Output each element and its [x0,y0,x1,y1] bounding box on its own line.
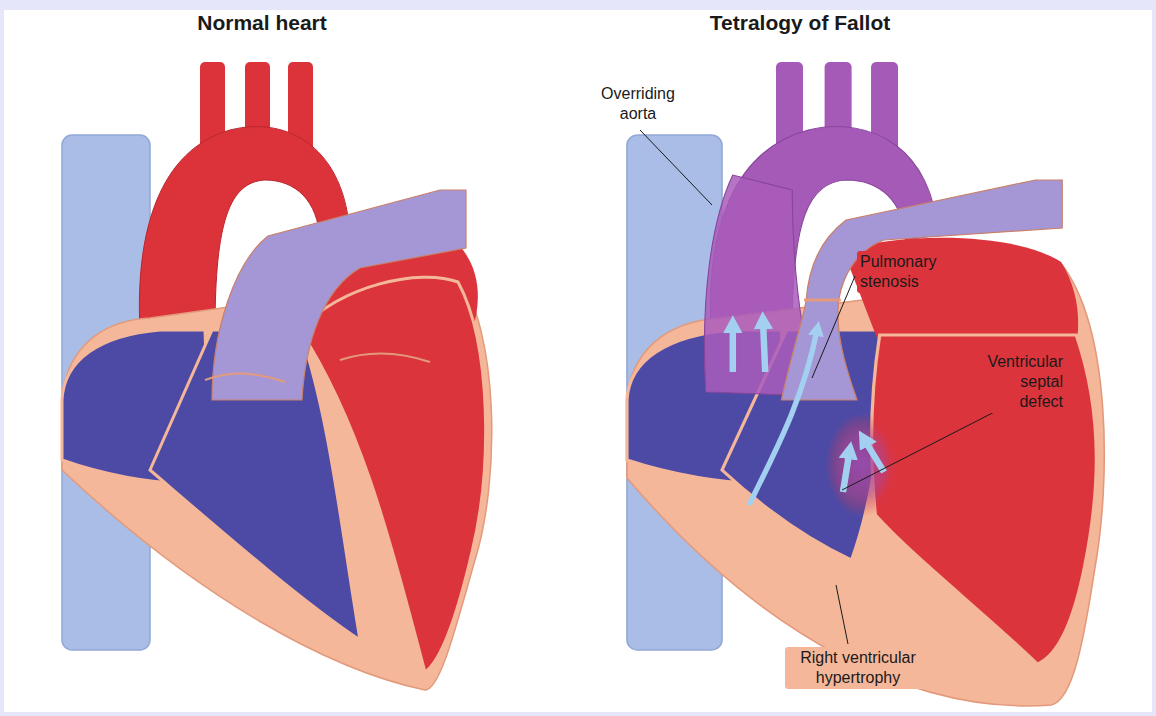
part-label: Right ventricular hypertrophy [785,647,931,689]
septal-defect [826,413,899,517]
tof-heart [627,62,1104,706]
part-label: Ventricular septal defect [975,351,1066,413]
flow-arrow [843,452,849,492]
left-atrium [843,238,1078,345]
normal-heart [62,62,492,690]
leader-line [812,276,855,378]
flow-arrow [865,440,884,472]
leader-line [836,585,848,644]
panel-title: Normal heart [162,10,362,36]
stenosis-narrowing [804,299,841,302]
leader-lines [640,130,1010,644]
left-ventricle [300,277,486,672]
valve-line [205,373,285,382]
part-label: Pulmonary stenosis [857,251,963,293]
valve-line [340,353,430,362]
flow-arrow [749,330,817,505]
leader-line [842,404,1010,490]
part-label: Overriding aorta [592,84,684,124]
pulmonary-artery [212,190,466,400]
page-ground [4,10,1152,712]
leader-line [640,130,712,205]
left-ventricle [872,335,1097,664]
flow-arrow [763,322,765,372]
panel-title: Tetralogy of Fallot [660,10,940,36]
flow-arrow [730,326,736,372]
